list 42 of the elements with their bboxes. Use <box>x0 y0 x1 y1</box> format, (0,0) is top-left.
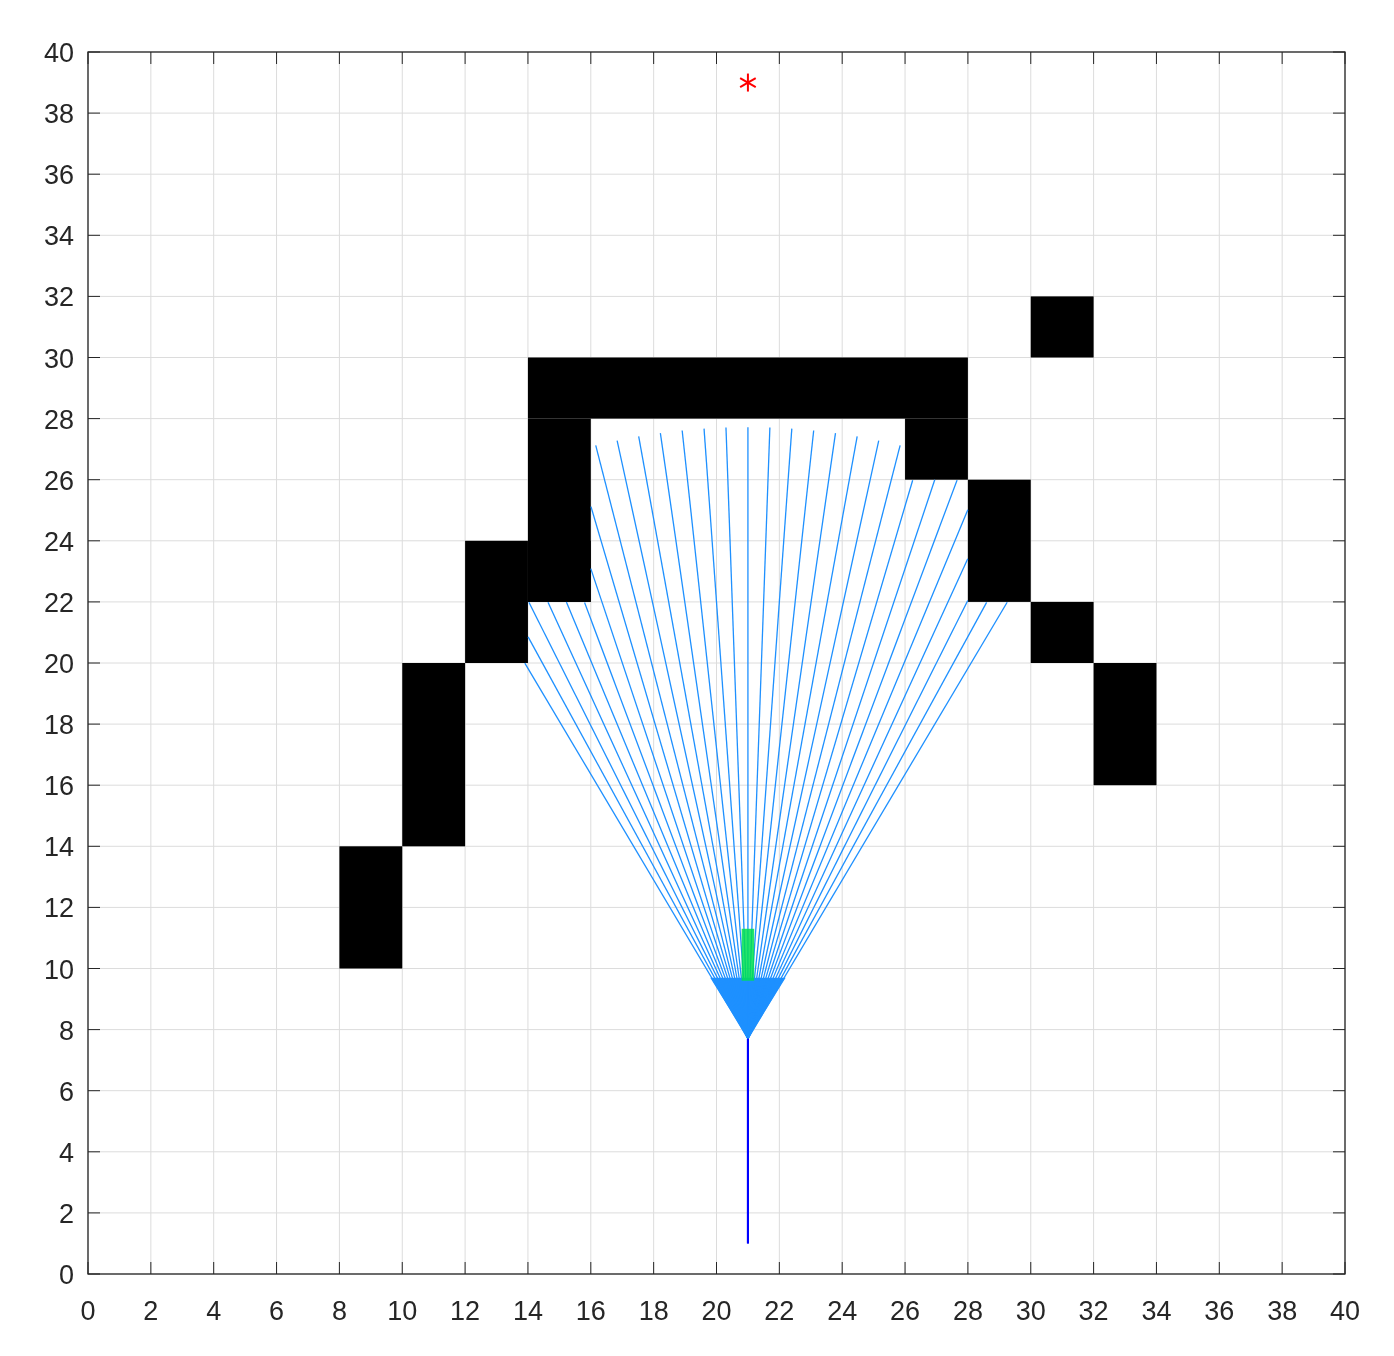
y-tick-label: 22 <box>43 587 74 618</box>
y-tick-label: 14 <box>43 832 74 863</box>
y-tick-label: 6 <box>58 1076 74 1107</box>
y-tick-label: 34 <box>43 221 74 252</box>
y-tick-label: 32 <box>43 282 74 313</box>
y-tick-label: 38 <box>43 99 74 130</box>
x-tick-label: 28 <box>952 1296 983 1326</box>
x-tick-label: 14 <box>512 1296 543 1326</box>
x-tick-label: 8 <box>331 1296 347 1326</box>
x-tick-label: 34 <box>1141 1296 1172 1326</box>
y-tick-label: 20 <box>43 649 74 679</box>
y-tick-label: 2 <box>58 1198 74 1229</box>
y-tick-label: 24 <box>43 526 74 557</box>
x-tick-label: 16 <box>575 1296 606 1326</box>
x-tick-label: 18 <box>638 1296 669 1326</box>
y-tick-label: 4 <box>58 1137 74 1168</box>
y-tick-label: 18 <box>43 710 74 741</box>
y-tick-label: 0 <box>58 1260 74 1290</box>
x-tick-label: 20 <box>701 1296 732 1326</box>
y-tick-label: 10 <box>43 954 74 985</box>
y-tick-label: 40 <box>43 38 74 68</box>
x-tick-label: 40 <box>1330 1296 1360 1326</box>
x-tick-label: 12 <box>450 1296 481 1326</box>
x-tick-label: 6 <box>269 1296 285 1326</box>
x-tick-label: 10 <box>387 1296 418 1326</box>
x-tick-label: 38 <box>1267 1296 1298 1326</box>
y-tick-label: 36 <box>43 160 74 191</box>
y-tick-label: 8 <box>58 1015 74 1046</box>
y-tick-label: 28 <box>43 404 74 435</box>
x-tick-label: 30 <box>1015 1296 1046 1326</box>
x-tick-label: 22 <box>764 1296 795 1326</box>
x-tick-label: 24 <box>827 1296 858 1326</box>
y-tick-label: 16 <box>43 771 74 802</box>
y-tick-label: 30 <box>43 343 74 374</box>
x-tick-label: 32 <box>1078 1296 1109 1326</box>
x-tick-label: 4 <box>206 1296 222 1326</box>
y-tick-label: 26 <box>43 465 74 496</box>
x-tick-label: 0 <box>80 1296 96 1326</box>
x-tick-label: 36 <box>1204 1296 1235 1326</box>
y-tick-label: 12 <box>43 893 74 924</box>
x-tick-label: 26 <box>890 1296 921 1326</box>
x-tick-label: 2 <box>143 1296 159 1326</box>
